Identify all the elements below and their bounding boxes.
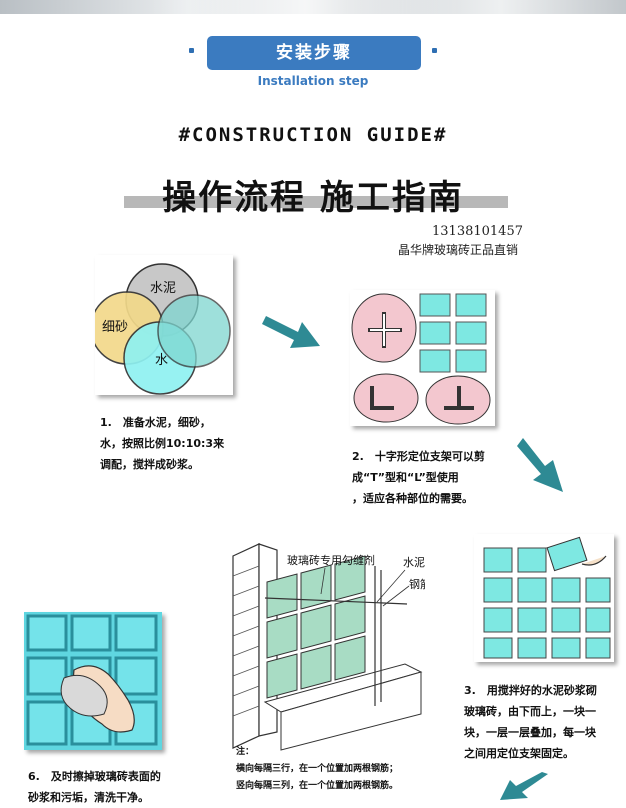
note-line: 竖向每隔三列，在一个位置加两根钢筋。 xyxy=(236,781,399,791)
note-line: 注： xyxy=(236,747,255,757)
wall-construction-diagram: 玻璃砖专用勾缝剂 水泥 钢筋 xyxy=(232,543,425,751)
step3-text: 3. 用搅拌好的水泥砂浆砌 玻璃砖，由下而上，一块一 块，一层一层叠加，每一块 … xyxy=(464,680,624,764)
step3-line: 3. 用搅拌好的水泥砂浆砌 xyxy=(464,684,597,697)
step2-line: ，适应各种部位的需要。 xyxy=(352,492,473,505)
step2-line: 成“T”型和“L”型使用 xyxy=(352,471,459,484)
step3-line: 玻璃砖，由下而上，一块一 xyxy=(464,705,596,718)
step6-line: 6. 及时擦掉玻璃砖表面的 xyxy=(28,770,161,783)
step2-line: 2. 十字形定位支架可以剪 xyxy=(352,450,485,463)
step2-spacer-card xyxy=(350,290,495,426)
arrow-1-icon xyxy=(262,316,320,348)
label-grout: 玻璃砖专用勾缝剂 xyxy=(287,553,375,567)
arrow-2-icon xyxy=(517,438,563,492)
label-cement: 水泥 xyxy=(403,556,425,569)
brand-line: 晶华牌玻璃砖正品直销 xyxy=(398,243,519,257)
mix-circle xyxy=(157,294,231,368)
step1-line: 1. 准备水泥，细砂， xyxy=(100,416,211,429)
title-dot-right xyxy=(432,48,437,53)
spacer-diagram xyxy=(350,290,495,426)
heading-highlight-bar xyxy=(124,196,508,208)
step1-line: 调配，搅拌成砂浆。 xyxy=(100,458,199,471)
step6-text: 6. 及时擦掉玻璃砖表面的 砂浆和污垢，清洗干净。 xyxy=(28,766,198,808)
step3-line: 块，一层一层叠加，每一块 xyxy=(464,726,596,739)
header-photo-strip xyxy=(0,0,626,14)
venn-label-water: 水 xyxy=(155,353,168,368)
cleaning-diagram xyxy=(24,612,162,750)
section-title: 安装步骤 xyxy=(207,36,421,70)
construction-guide-label: #CONSTRUCTION GUIDE# xyxy=(178,124,448,146)
section-subtitle: Installation step xyxy=(257,74,369,88)
venn-label-cement: 水泥 xyxy=(150,281,176,296)
step6-line: 砂浆和污垢，清洗干净。 xyxy=(28,791,149,804)
venn-label-sand: 细砂 xyxy=(102,320,128,335)
glass-wall-diagram xyxy=(474,534,614,662)
phone-number: 13138101457 xyxy=(432,224,523,239)
venn-diagram: 水泥 细砂 水 xyxy=(90,263,231,395)
step1-text: 1. 准备水泥，细砂， 水，按照比例10:10:3来 调配，搅拌成砂浆。 xyxy=(100,412,280,475)
arrow-3-icon xyxy=(500,772,548,800)
step3-line: 之间用定位支架固定。 xyxy=(464,747,574,760)
step6-cleaning-card xyxy=(24,612,162,750)
step3-wall-card xyxy=(474,534,614,662)
step1-venn-card: 水泥 细砂 水 xyxy=(90,255,233,395)
main-heading: 操作流程 施工指南 xyxy=(162,178,464,218)
step1-line: 水，按照比例10:10:3来 xyxy=(100,437,225,450)
rebar-notes: 注： 横向每隔三行，在一个位置加两根钢筋； 竖向每隔三列，在一个位置加两根钢筋。 xyxy=(236,744,446,795)
label-rebar: 钢筋 xyxy=(409,577,425,591)
title-dot-left xyxy=(189,48,194,53)
note-line: 横向每隔三行，在一个位置加两根钢筋； xyxy=(236,764,399,774)
step2-text: 2. 十字形定位支架可以剪 成“T”型和“L”型使用 ，适应各种部位的需要。 xyxy=(352,446,542,509)
